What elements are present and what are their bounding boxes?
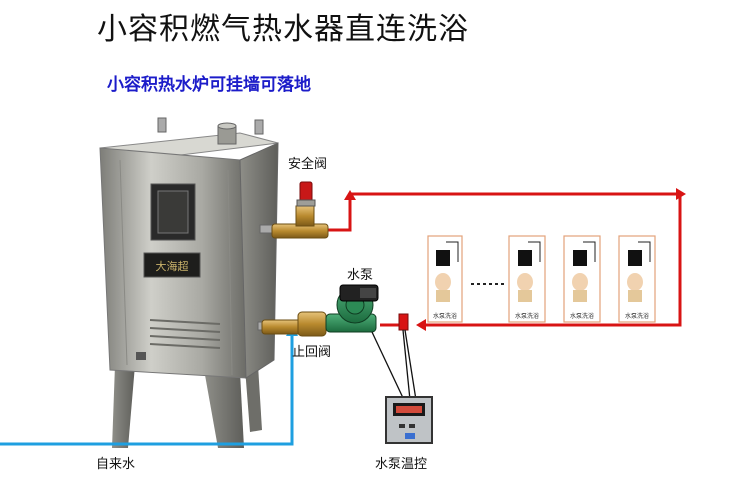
page-subtitle: 小容积热水炉可挂墙可落地 [107,75,311,95]
check-valve-label: 止回阀 [292,345,332,360]
shower-label-3: 水泵洗浴 [570,312,594,320]
more-stations-dots [471,283,504,285]
hot-pipe-arrow-right [676,188,686,200]
shower-station-2 [508,235,546,323]
control-wires [371,329,417,401]
safety-valve [271,181,329,239]
shower-label-2: 水泵洗浴 [515,312,539,320]
pump-thermostat-label: 水泵温控 [375,457,428,472]
tap-water-label: 自来水 [96,457,136,472]
hot-pipe-arrow-left [416,319,426,331]
shower-station-4 [618,235,656,323]
shower-label-1: 水泵洗浴 [433,312,457,320]
page-title: 小容积燃气热水器直连洗浴 [97,12,469,47]
safety-valve-label: 安全阀 [288,157,328,172]
heater-logo: 大海超 [156,259,189,273]
shower-station-1 [427,235,463,323]
pump-label: 水泵 [347,268,374,283]
water-pump [325,284,379,333]
temperature-sensor [398,313,409,331]
hot-pipe-arrow-up [344,190,356,200]
shower-label-4: 水泵洗浴 [625,312,649,320]
pump-thermostat-box [385,396,433,444]
shower-station-3 [563,235,601,323]
check-valve [261,311,327,337]
water-heater [99,117,279,448]
